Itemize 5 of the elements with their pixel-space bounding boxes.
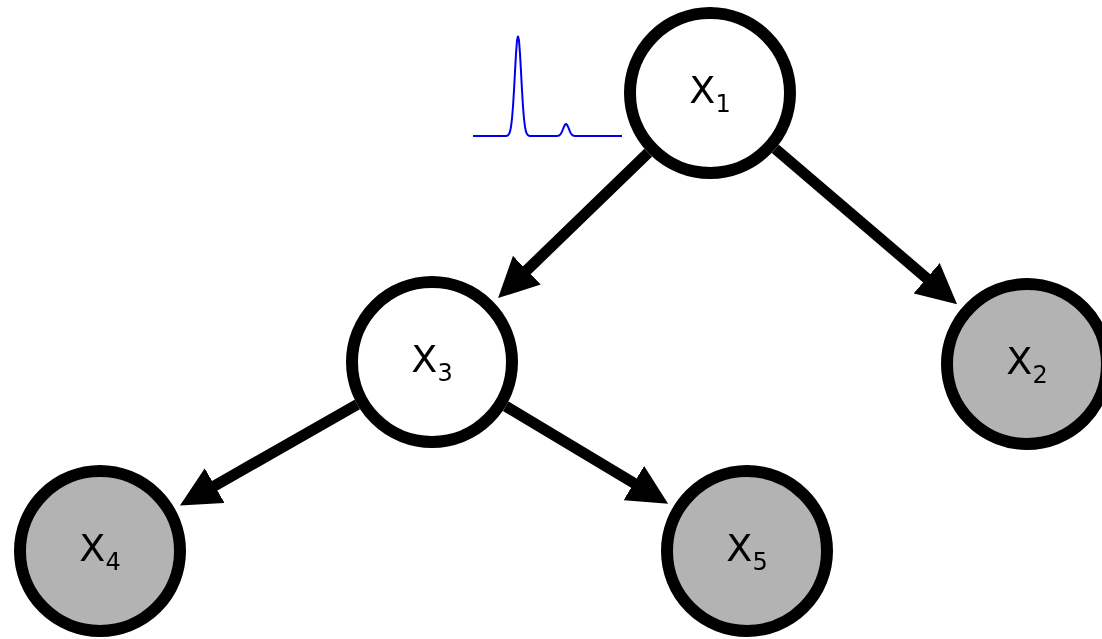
node-label: X$_{3}$ xyxy=(411,337,453,387)
node-label: X$_{5}$ xyxy=(726,526,768,576)
node-label: X$_{4}$ xyxy=(79,526,121,576)
node-label: X$_{2}$ xyxy=(1006,339,1048,389)
node-label: X$_{1}$ xyxy=(689,68,731,118)
